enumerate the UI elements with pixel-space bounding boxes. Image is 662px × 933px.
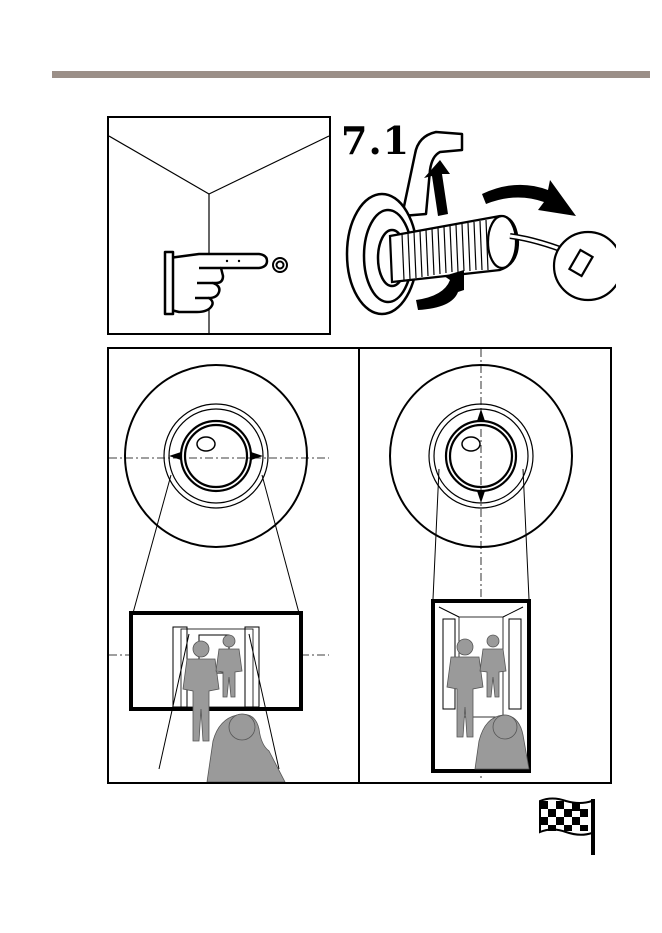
connector-plate [554, 232, 616, 300]
top-rule [52, 71, 650, 78]
camera-views [109, 349, 610, 782]
wall-corner-illustration [109, 118, 329, 333]
camera-dome-icon [125, 365, 307, 547]
pointing-hand-icon [165, 252, 267, 314]
install-illustration [340, 124, 616, 322]
portrait-view [390, 349, 572, 779]
camera-orientation-panel [107, 347, 612, 784]
landscape-view [109, 365, 329, 782]
wall-corner-panel [107, 116, 331, 335]
checkered-flag-icon [538, 795, 598, 857]
